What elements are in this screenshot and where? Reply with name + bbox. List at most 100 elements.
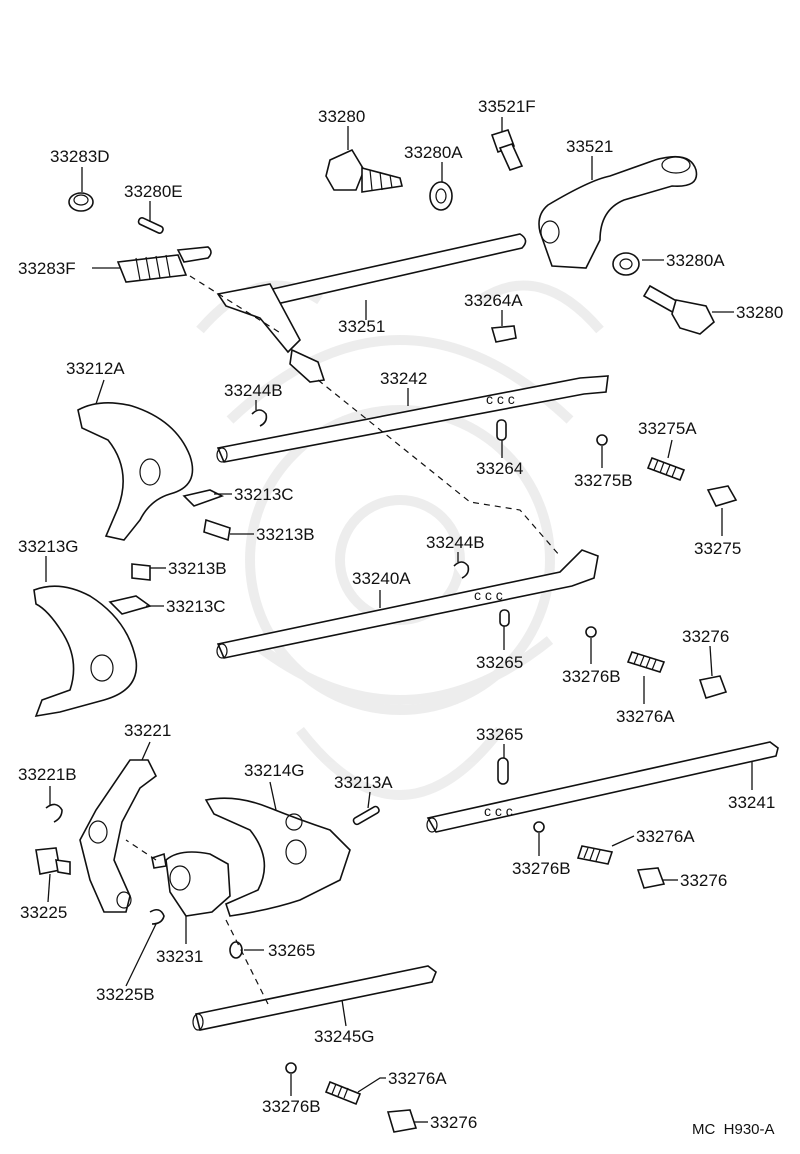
label-33240a[interactable]: 33240A (352, 569, 411, 588)
part-33213a-pin[interactable] (352, 805, 380, 826)
label-33276-2[interactable]: 33276 (680, 871, 727, 890)
label-33276a-2[interactable]: 33276A (636, 827, 695, 846)
part-33276a-spring-3[interactable] (324, 1080, 362, 1106)
rod-notch-marks-33240a: c c c (474, 587, 503, 603)
alignment-lines (125, 275, 561, 1005)
part-33265-pin-1[interactable] (499, 609, 510, 627)
part-33276a-spring-1[interactable] (626, 651, 666, 673)
label-33213b-1[interactable]: 33213B (256, 525, 315, 544)
part-33221-head[interactable] (79, 759, 158, 913)
part-33276a-spring-2[interactable] (576, 845, 614, 865)
part-33225b-clip[interactable] (149, 908, 165, 925)
label-33275a[interactable]: 33275A (638, 419, 697, 438)
label-33212a[interactable]: 33212A (66, 359, 125, 378)
label-33231[interactable]: 33231 (156, 947, 203, 966)
part-33244b-clip-1[interactable] (251, 409, 268, 427)
part-33265-pin-2[interactable] (497, 757, 509, 785)
part-labels: 33280 33521F 33283D 33280A 33521 33280E … (18, 97, 783, 1132)
label-33241[interactable]: 33241 (728, 793, 775, 812)
label-33265-1[interactable]: 33265 (476, 653, 523, 672)
label-33276-3[interactable]: 33276 (430, 1113, 477, 1132)
part-33245g-rod[interactable] (192, 965, 437, 1031)
label-33275[interactable]: 33275 (694, 539, 741, 558)
part-33521-lever[interactable] (538, 155, 698, 269)
part-33276b-ball-1[interactable] (585, 626, 597, 638)
label-33221b[interactable]: 33221B (18, 765, 77, 784)
part-33280-bolt-top[interactable] (325, 148, 403, 193)
part-33280-bolt-right[interactable] (642, 284, 715, 335)
part-33280a-washer-right[interactable] (612, 252, 640, 276)
label-33244b-1[interactable]: 33244B (224, 381, 283, 400)
label-33276-1[interactable]: 33276 (682, 627, 729, 646)
label-33251[interactable]: 33251 (338, 317, 385, 336)
part-33276b-ball-3[interactable] (285, 1062, 297, 1074)
label-33214g[interactable]: 33214G (244, 761, 305, 780)
part-33280a-washer-top[interactable] (429, 181, 453, 211)
label-33213a[interactable]: 33213A (334, 773, 393, 792)
label-33280e[interactable]: 33280E (124, 182, 183, 201)
rod-notch-marks-33242: c c c (486, 391, 515, 407)
part-33251-shaft[interactable] (216, 233, 527, 383)
label-33276b-3[interactable]: 33276B (262, 1097, 321, 1116)
label-33225b[interactable]: 33225B (96, 985, 155, 1004)
label-33264[interactable]: 33264 (476, 459, 523, 478)
part-33276-plug-2[interactable] (636, 867, 666, 889)
label-33280-top[interactable]: 33280 (318, 107, 365, 126)
part-33521f-bolt[interactable] (490, 129, 524, 171)
leader-lines (45, 117, 753, 1123)
label-33213c-2[interactable]: 33213C (166, 597, 226, 616)
part-33276-plug-1[interactable] (698, 675, 728, 699)
rod-notch-marks-33241: c c c (484, 803, 513, 819)
part-33231-interlock[interactable] (151, 851, 231, 917)
label-33276a-3[interactable]: 33276A (388, 1069, 447, 1088)
part-33283d-nut[interactable] (68, 192, 94, 212)
part-33213b-bolt-2[interactable] (131, 563, 151, 581)
part-33213c-lock-1[interactable] (182, 489, 225, 507)
part-33264a-plug[interactable] (490, 325, 517, 343)
part-33225-pin[interactable] (35, 847, 71, 875)
part-33240a-rod[interactable]: c c c (216, 549, 599, 659)
part-33264-pin[interactable] (496, 419, 507, 441)
label-33280a-right[interactable]: 33280A (666, 251, 725, 270)
label-33280a-top[interactable]: 33280A (404, 143, 463, 162)
label-33213g[interactable]: 33213G (18, 537, 79, 556)
part-33283f-plug[interactable] (116, 246, 212, 283)
part-33212a-fork[interactable] (77, 402, 194, 541)
label-33245g[interactable]: 33245G (314, 1027, 375, 1046)
part-33242-rod[interactable]: c c c (216, 375, 609, 463)
part-33276b-ball-2[interactable] (533, 821, 545, 833)
part-33213c-lock-2[interactable] (108, 595, 152, 615)
part-33275-plug[interactable] (706, 485, 738, 507)
label-33280-right[interactable]: 33280 (736, 303, 783, 322)
part-33241-rod[interactable]: c c c (426, 741, 779, 833)
label-33283d[interactable]: 33283D (50, 147, 110, 166)
part-33276-plug-3[interactable] (386, 1109, 418, 1133)
label-33521[interactable]: 33521 (566, 137, 613, 156)
label-33213c-1[interactable]: 33213C (234, 485, 294, 504)
label-33283f[interactable]: 33283F (18, 259, 76, 278)
part-33213b-bolt-1[interactable] (203, 518, 231, 542)
label-33244b-2[interactable]: 33244B (426, 533, 485, 552)
label-33521f[interactable]: 33521F (478, 97, 536, 116)
part-33280e-pin[interactable] (137, 216, 165, 234)
label-33213b-2[interactable]: 33213B (168, 559, 227, 578)
label-33221[interactable]: 33221 (124, 721, 171, 740)
part-33214g-fork[interactable] (204, 797, 351, 917)
part-33213g-fork[interactable] (33, 585, 138, 718)
part-33275a-spring[interactable] (646, 456, 686, 482)
label-33276b-1[interactable]: 33276B (562, 667, 621, 686)
label-33225[interactable]: 33225 (20, 903, 67, 922)
label-33265-3[interactable]: 33265 (268, 941, 315, 960)
label-33276b-2[interactable]: 33276B (512, 859, 571, 878)
part-33265-pin-3[interactable] (229, 941, 243, 959)
label-33242[interactable]: 33242 (380, 369, 427, 388)
label-33275b[interactable]: 33275B (574, 471, 633, 490)
label-33276a-1[interactable]: 33276A (616, 707, 675, 726)
part-33221b-clip[interactable] (45, 803, 63, 823)
label-33265-2[interactable]: 33265 (476, 725, 523, 744)
part-33275b-ball[interactable] (596, 434, 608, 446)
label-33264a[interactable]: 33264A (464, 291, 523, 310)
part-33244b-clip-2[interactable] (453, 561, 470, 579)
